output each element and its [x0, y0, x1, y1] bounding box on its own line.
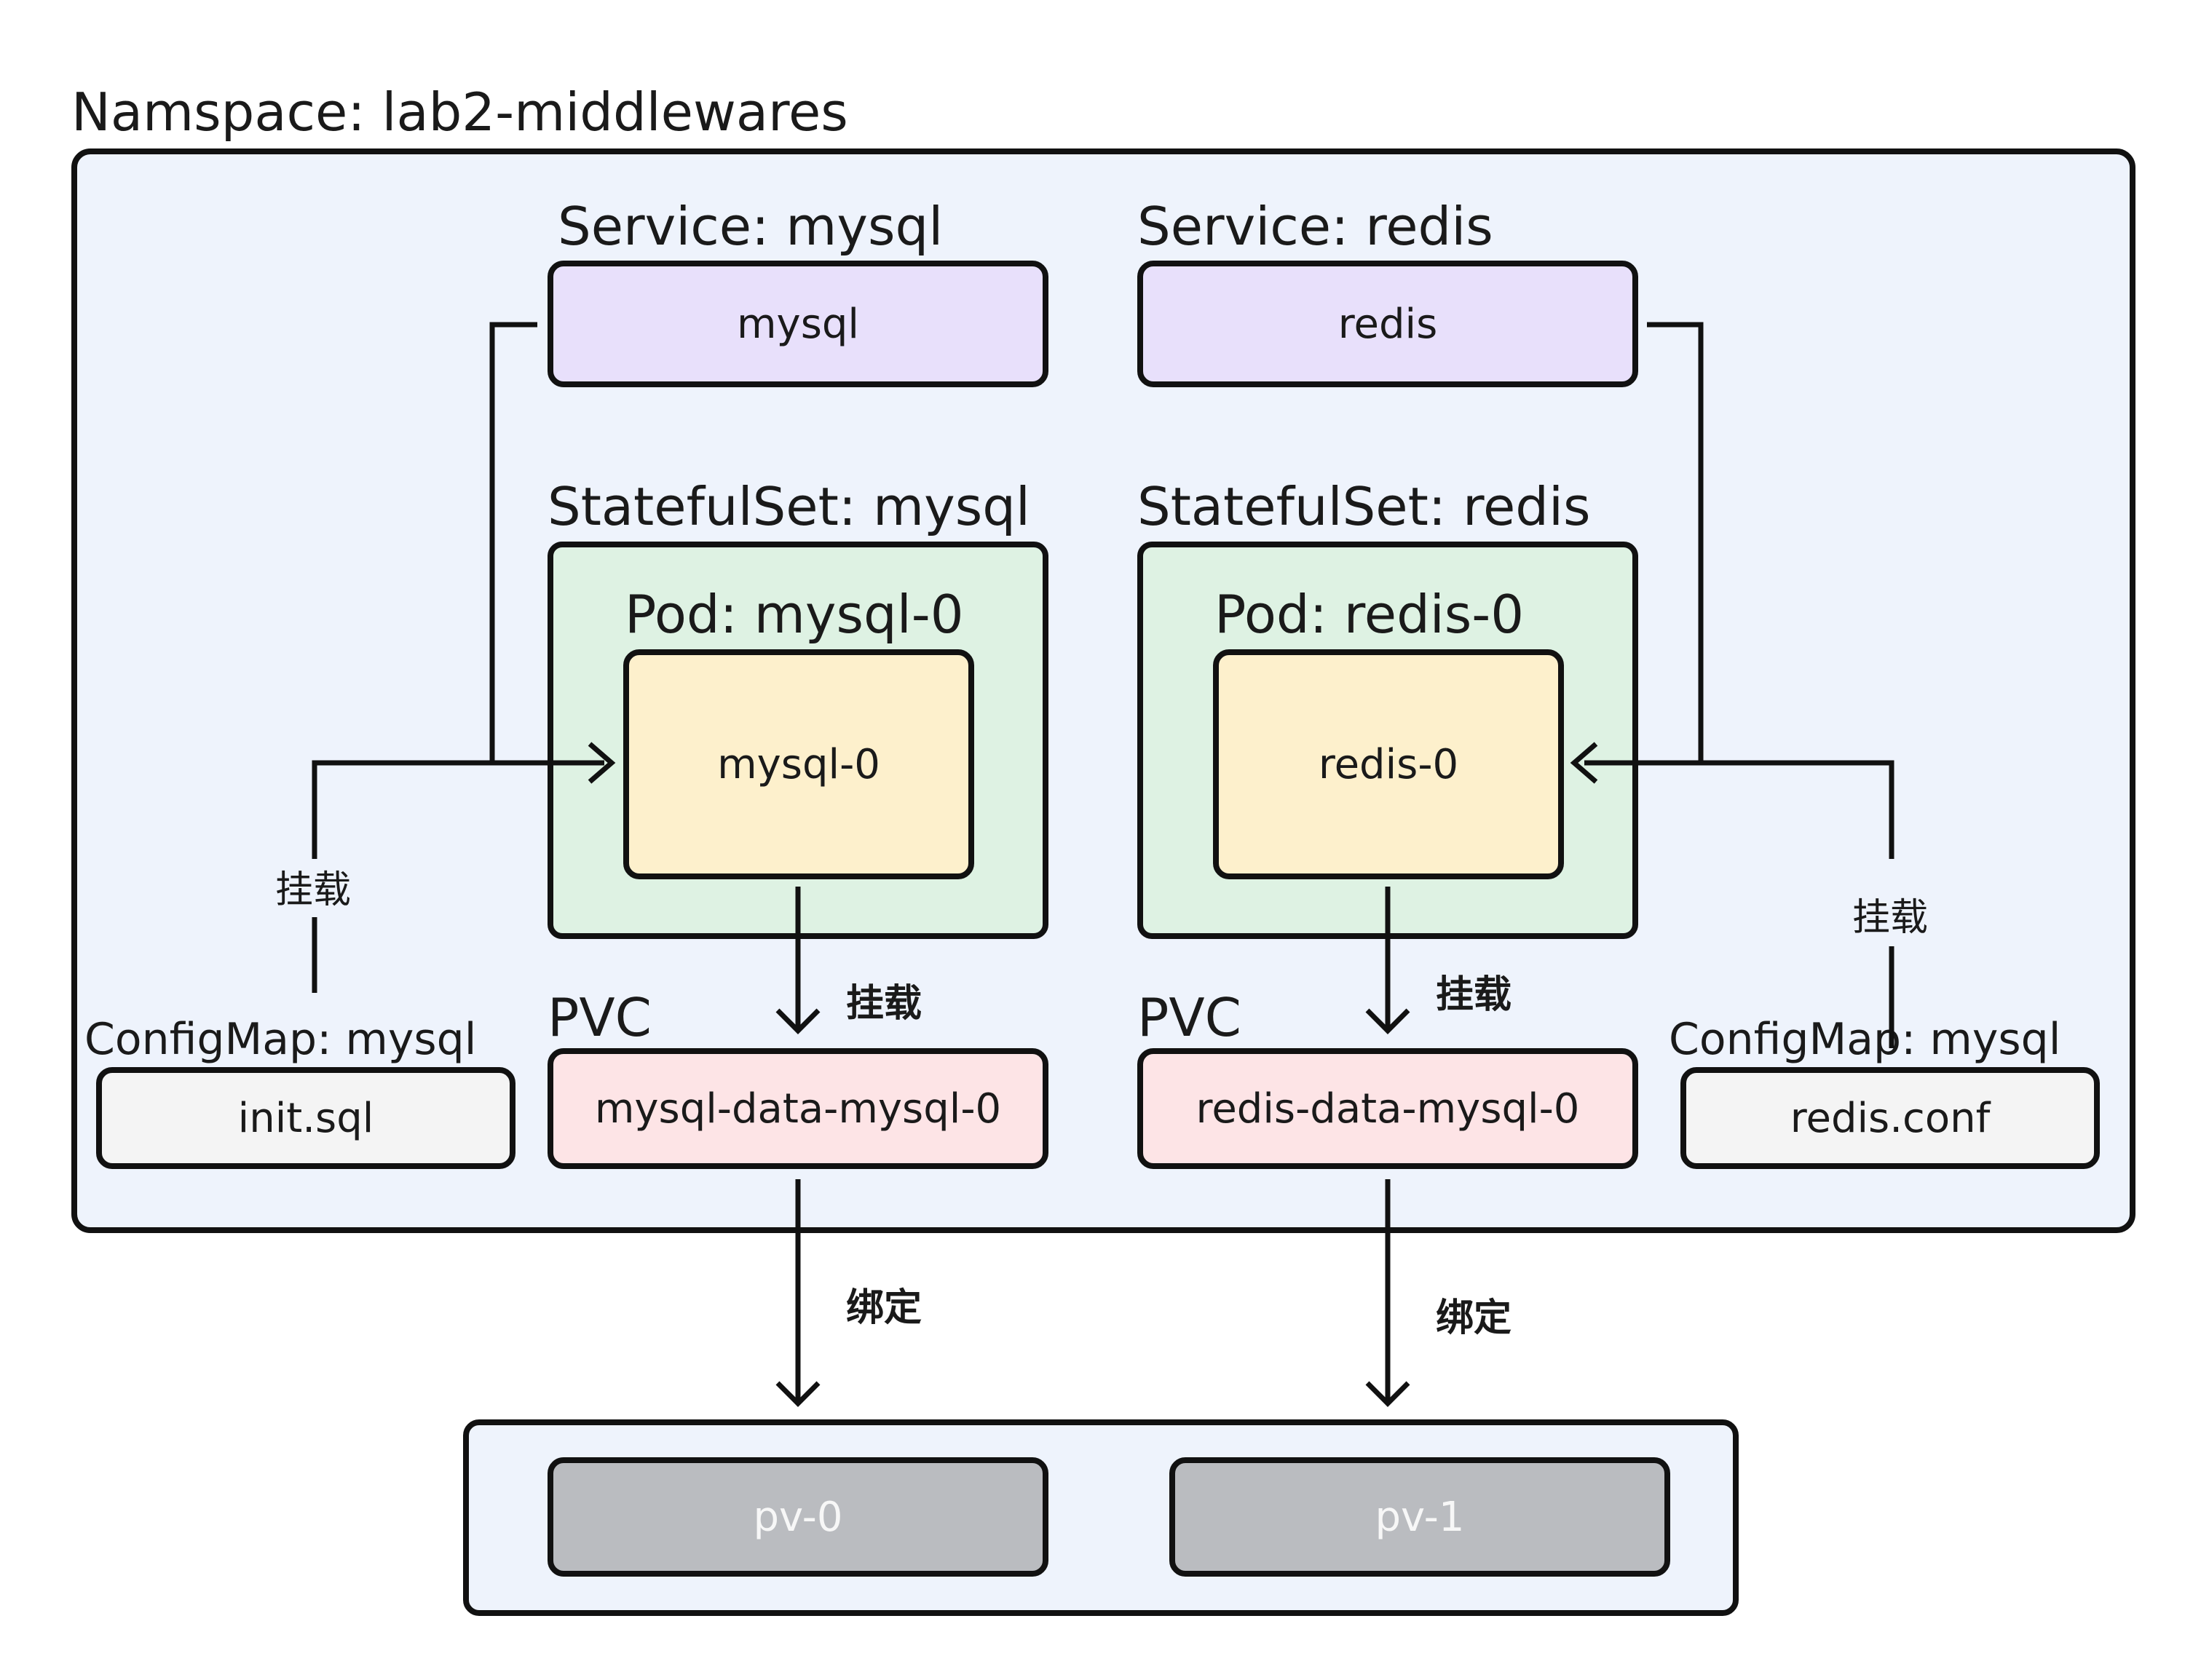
mysql-pod-title: Pod: mysql-0 [625, 584, 964, 645]
mysql-pod-arrowhead [588, 742, 616, 784]
redis-bind-label: 绑定 [1436, 1296, 1512, 1340]
mysql-configmap-title: ConfigMap: mysql [84, 1014, 477, 1065]
mysql-pv-arrowhead [775, 1381, 821, 1407]
mysql-configmap-mount-label: 挂载 [275, 868, 352, 912]
mysql-pvc-box[interactable]: mysql-data-mysql-0 [548, 1048, 1048, 1169]
mysql-service-title: Service: mysql [558, 196, 944, 257]
redis-configmap-title: ConfigMap: mysql [1669, 1014, 2061, 1065]
mysql-pod-box[interactable]: mysql-0 [623, 649, 974, 879]
mysql-service-box[interactable]: mysql [548, 261, 1048, 387]
pv-1-box[interactable]: pv-1 [1169, 1457, 1670, 1577]
redis-service-title: Service: redis [1137, 196, 1493, 257]
mysql-service-connector [489, 322, 604, 766]
mysql-pvc-arrowhead [775, 1008, 821, 1034]
namespace-title: Namspace: lab2-middlewares [71, 82, 848, 143]
mysql-configmap-box[interactable]: init.sql [96, 1067, 515, 1169]
redis-pvc-arrowhead [1365, 1008, 1410, 1034]
redis-configmap-connector [1701, 760, 1894, 859]
redis-pvc-title: PVC [1137, 987, 1241, 1048]
mysql-configmap-connector [312, 760, 492, 859]
pv-0-box[interactable]: pv-0 [548, 1457, 1048, 1577]
redis-service-connector [1584, 322, 1704, 766]
redis-pvc-mount-label: 挂载 [1436, 973, 1512, 1017]
mysql-statefulset-title: StatefulSet: mysql [548, 476, 1030, 537]
mysql-pvc-title: PVC [548, 987, 652, 1048]
redis-statefulset-title: StatefulSet: redis [1137, 476, 1591, 537]
redis-pvc-box[interactable]: redis-data-mysql-0 [1137, 1048, 1638, 1169]
redis-pod-title: Pod: redis-0 [1214, 584, 1525, 645]
mysql-bind-label: 绑定 [846, 1286, 922, 1330]
redis-pod-box[interactable]: redis-0 [1213, 649, 1564, 879]
redis-pv-arrowhead [1365, 1381, 1410, 1407]
namespace-container [71, 148, 2135, 1233]
mysql-pvc-mount-label: 挂载 [846, 982, 922, 1026]
redis-configmap-box[interactable]: redis.conf [1680, 1067, 2100, 1169]
redis-configmap-mount-label: 挂载 [1852, 896, 1929, 940]
redis-pod-arrowhead [1570, 742, 1598, 784]
redis-service-box[interactable]: redis [1137, 261, 1638, 387]
